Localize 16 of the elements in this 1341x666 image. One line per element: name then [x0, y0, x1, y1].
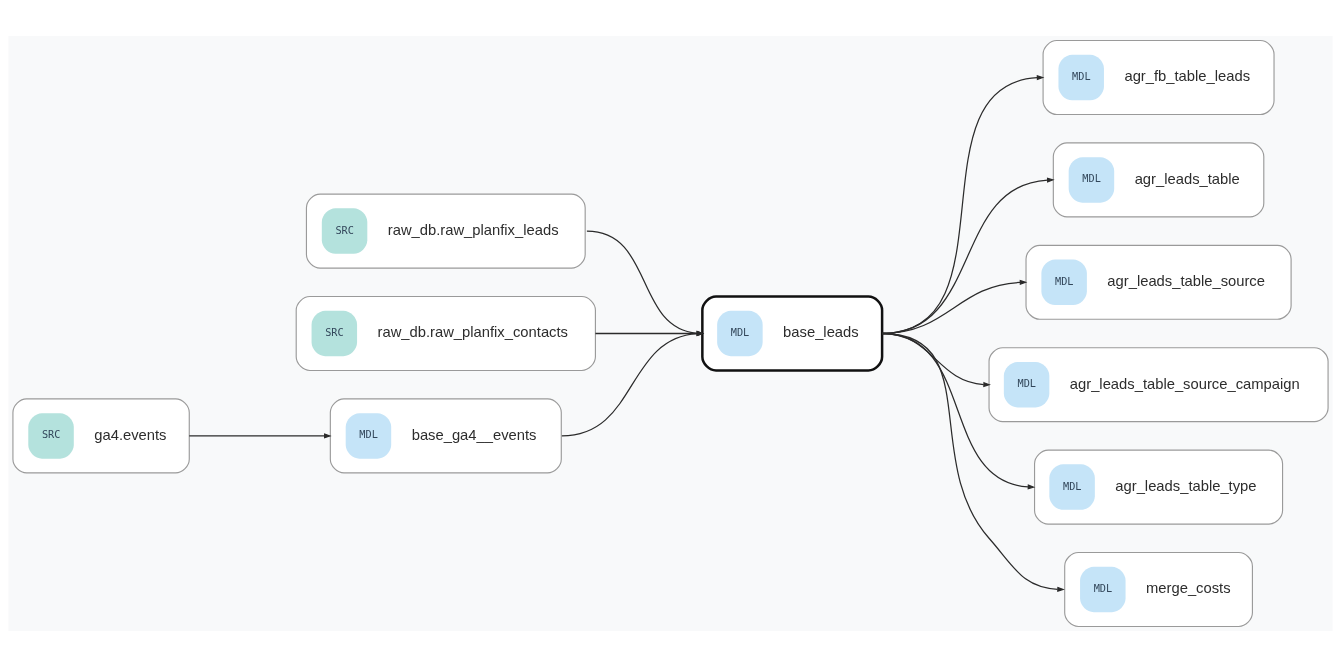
- node-box: MDL agr_leads_table: [1052, 141, 1265, 217]
- node-box: SRC ga4.events: [12, 397, 190, 473]
- node-box: MDL base_ga4__events: [329, 397, 562, 473]
- arrow: [188, 432, 332, 439]
- arrow: [594, 330, 705, 336]
- node-box: MDL base_leads: [701, 294, 884, 372]
- node-box: MDL agr_fb_table_leads: [1042, 39, 1275, 115]
- node-box: MDL agr_leads_table_type: [1034, 449, 1284, 525]
- node-box: MDL agr_leads_table_source: [1025, 244, 1292, 320]
- node-box: MDL merge_costs: [1064, 551, 1253, 627]
- arrow: [561, 330, 705, 436]
- node-box: SRC raw_db.raw_planfix_contacts: [295, 295, 596, 371]
- arrow: [586, 230, 705, 336]
- node-box: MDL agr_leads_table_source_campaign: [988, 346, 1329, 422]
- node-box: SRC raw_db.raw_planfix_leads: [305, 193, 586, 269]
- arrow: [881, 332, 1065, 592]
